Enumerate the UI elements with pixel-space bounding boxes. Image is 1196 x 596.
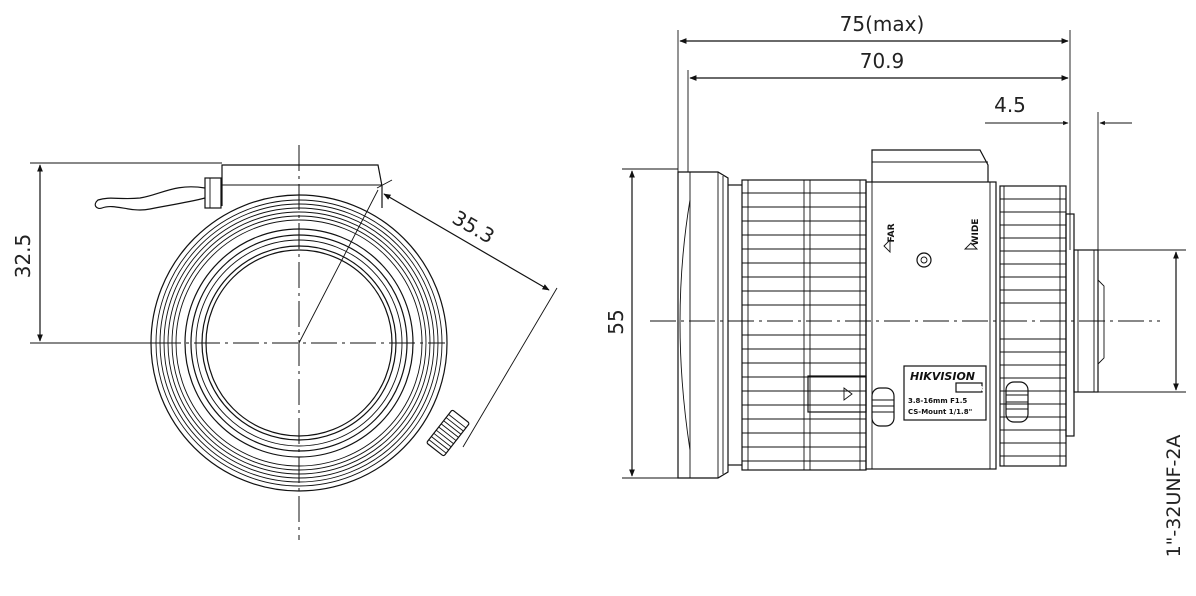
body-length-label: 70.9 <box>860 49 905 73</box>
focus-lock-screw <box>871 387 895 427</box>
overall-length-dimension: 75(max) <box>677 12 1071 250</box>
side-view: FAR WIDE HIKVISION IMP-IR 3.8-16mm F1.5 … <box>604 12 1186 557</box>
spec-line-2: CS-Mount 1/1.8" <box>908 408 972 416</box>
diameter-label: 55 <box>604 309 628 334</box>
front-cable <box>94 177 222 211</box>
front-diagonal-label: 35.3 <box>448 205 499 248</box>
overall-length-label: 75(max) <box>840 12 925 36</box>
zoom-wide-mark: WIDE <box>971 219 981 246</box>
side-zoom-ring <box>999 185 1067 467</box>
side-barrel-body: FAR WIDE HIKVISION IMP-IR 3.8-16mm F1.5 … <box>865 149 997 470</box>
front-height-dimension: 32.5 <box>11 162 222 344</box>
focus-far-mark: FAR <box>887 223 897 242</box>
diameter-dimension: 55 <box>604 168 678 479</box>
brand-label: HIKVISION <box>910 370 975 383</box>
brand-plate <box>903 365 987 421</box>
flange-label: 4.5 <box>994 93 1026 117</box>
front-top-housing <box>221 164 383 208</box>
front-diagonal-dimension: 35.3 <box>298 179 558 448</box>
thread-dimension: 1"-32UNF-2A <box>1098 249 1186 558</box>
thread-label: 1"-32UNF-2A <box>1163 435 1185 558</box>
zoom-lock-screw <box>1005 381 1029 423</box>
front-view: 32.5 35.3 <box>11 145 558 540</box>
body-length-dimension: 70.9 <box>687 49 1069 172</box>
front-lens-rings <box>150 194 448 492</box>
side-focus-ring <box>741 179 867 471</box>
side-front-bezel <box>677 171 742 479</box>
front-height-label: 32.5 <box>11 234 35 279</box>
flange-dimension: 4.5 <box>985 93 1132 250</box>
brand-badge: IMP-IR <box>958 385 984 393</box>
side-rear-mount <box>1065 213 1105 437</box>
spec-line-1: 3.8-16mm F1.5 <box>908 397 967 405</box>
front-zoom-knob <box>426 409 470 457</box>
